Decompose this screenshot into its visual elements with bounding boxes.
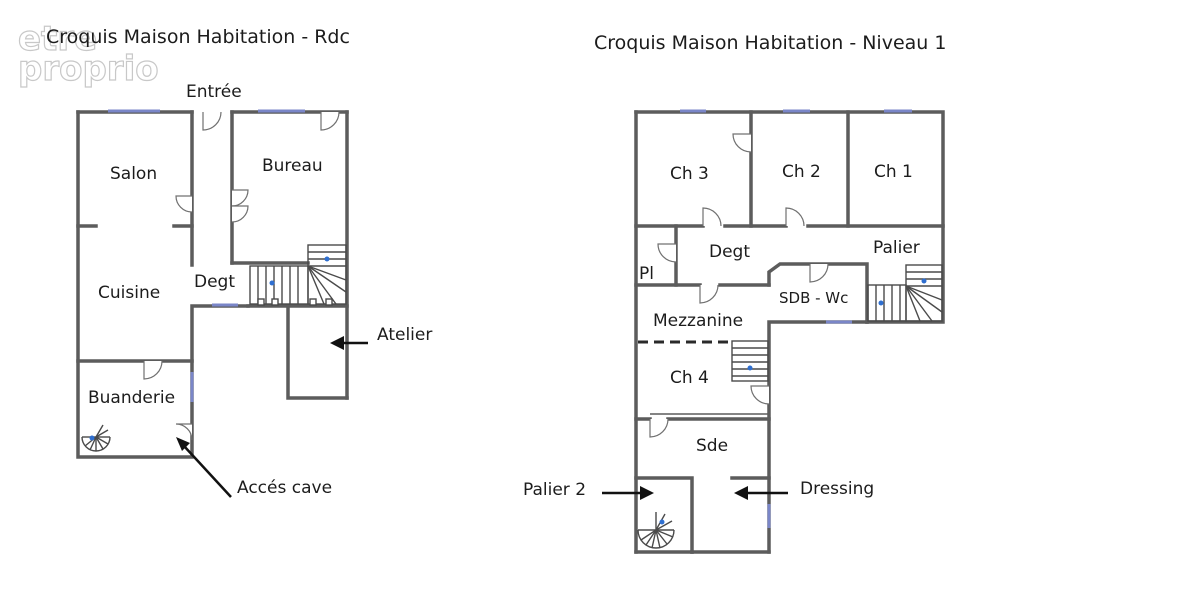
title-niveau1: Croquis Maison Habitation - Niveau 1 [594, 32, 946, 54]
label-entree: Entrée [186, 82, 242, 102]
rdc-spiral-stair [81, 424, 111, 452]
label-palier2: Palier 2 [523, 480, 586, 500]
label-buanderie: Buanderie [88, 388, 175, 408]
label-ch1: Ch 1 [874, 162, 913, 182]
stair-marker-icon [89, 435, 95, 441]
stair-marker-icon [921, 278, 927, 284]
label-acces-cave: Accés cave [237, 478, 332, 498]
stair-marker-icon [878, 300, 884, 306]
label-sdb-wc: SDB - Wc [779, 289, 848, 307]
niveau1-stair [867, 264, 943, 322]
label-degt-n1: Degt [709, 242, 750, 262]
rdc-plan: Entrée Salon Bureau Cuisine Degt Atelier… [76, 82, 432, 498]
title-rdc: Croquis Maison Habitation - Rdc [46, 26, 350, 48]
mezzanine-stair [731, 340, 769, 382]
label-palier: Palier [873, 238, 920, 258]
watermark-line1: etre [18, 19, 97, 59]
label-mezzanine: Mezzanine [653, 311, 743, 331]
label-pl: Pl [639, 264, 654, 284]
label-ch3: Ch 3 [670, 164, 709, 184]
label-degt-rdc: Degt [194, 272, 235, 292]
label-ch2: Ch 2 [782, 162, 821, 182]
label-salon: Salon [110, 164, 157, 184]
watermark-line2: proprio [18, 49, 159, 89]
niveau1-plan: Ch 3 Ch 2 Ch 1 Degt Palier Pl SDB - Wc M… [523, 109, 945, 554]
stair-marker-icon [269, 280, 275, 286]
label-dressing: Dressing [800, 479, 874, 499]
label-cuisine: Cuisine [98, 283, 160, 303]
label-sde: Sde [696, 436, 728, 456]
label-bureau: Bureau [262, 156, 323, 176]
label-ch4: Ch 4 [670, 368, 709, 388]
niveau1-spiral-stair [637, 512, 675, 549]
stair-marker-icon [747, 365, 753, 371]
arrow-acces-cave [183, 445, 232, 498]
label-atelier: Atelier [377, 325, 432, 345]
stair-marker-icon [659, 519, 665, 525]
stair-marker-icon [324, 256, 330, 262]
rdc-stair [249, 244, 347, 306]
